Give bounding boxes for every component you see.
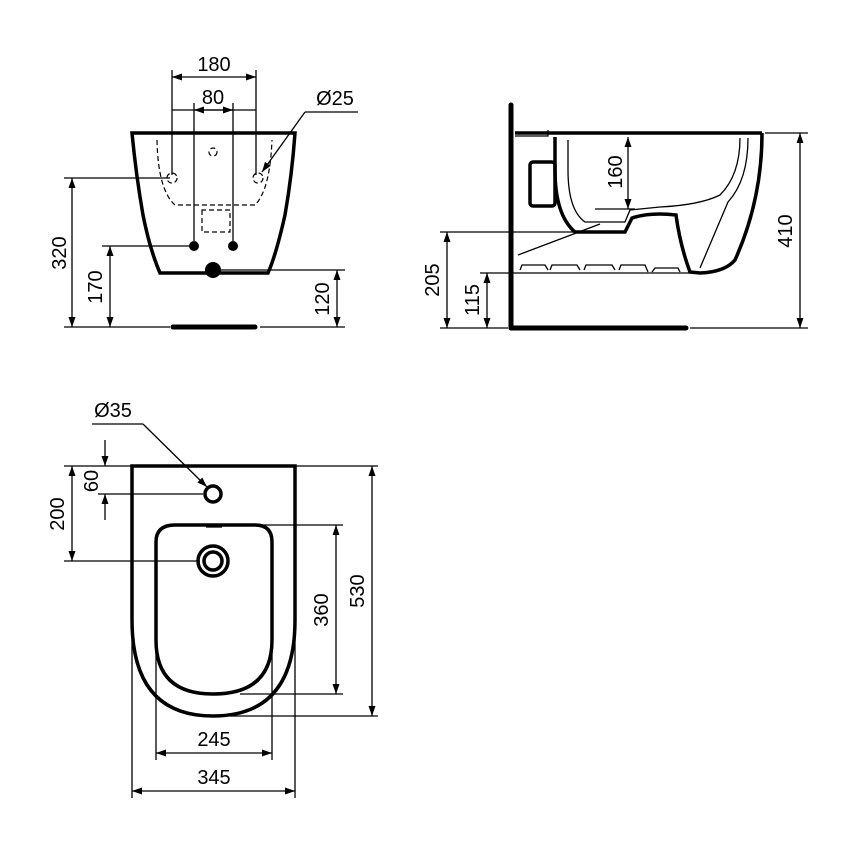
dim-d25-label: Ø25 bbox=[316, 88, 354, 110]
plan-view: Ø35 60 200 360 530 245 345 bbox=[47, 400, 378, 798]
side-view: 160 410 205 115 bbox=[422, 102, 808, 331]
side-waste-pipe bbox=[517, 223, 601, 256]
overflow-hole bbox=[208, 147, 218, 157]
dim-80-label: 80 bbox=[202, 87, 224, 109]
dim-360-label: 360 bbox=[311, 593, 333, 626]
side-base-hidden-line bbox=[519, 264, 681, 273]
front-channel-hidden-line bbox=[201, 209, 231, 233]
side-body-outline bbox=[553, 132, 764, 275]
dim-205-label: 205 bbox=[422, 263, 444, 296]
side-bowl-inner-2 bbox=[699, 137, 749, 269]
side-fixing-box bbox=[528, 160, 557, 208]
dim-200-label: 200 bbox=[47, 497, 69, 530]
dim-60-label: 60 bbox=[81, 470, 103, 492]
tap-hole-left bbox=[166, 172, 178, 184]
waste-outlet bbox=[205, 262, 221, 278]
front-body-outline bbox=[130, 131, 297, 275]
dim-245-label: 245 bbox=[197, 729, 230, 751]
dim-d35-label: Ø35 bbox=[94, 400, 132, 422]
dim-180-label: 180 bbox=[197, 54, 230, 76]
dim-170-label: 170 bbox=[85, 270, 107, 303]
front-view: 180 80 Ø25 320 170 120 bbox=[49, 54, 358, 330]
dim-120-label: 120 bbox=[312, 282, 334, 315]
front-bowl-hidden-line bbox=[156, 139, 273, 206]
fixing-bolt-left bbox=[189, 241, 199, 251]
plan-body-outline bbox=[130, 464, 297, 718]
dim-320-label: 320 bbox=[49, 236, 71, 269]
dim-530-label: 530 bbox=[347, 574, 369, 607]
side-bowl-inner bbox=[567, 137, 741, 223]
dim-160-label: 160 bbox=[605, 155, 627, 188]
plan-bowl-outline bbox=[154, 523, 274, 696]
tap-hole-right bbox=[252, 172, 264, 184]
dim-115-label: 115 bbox=[462, 284, 484, 316]
side-rim-bracket bbox=[515, 130, 549, 137]
plan-tap-hole bbox=[203, 484, 223, 504]
dim-345-label: 345 bbox=[197, 767, 230, 789]
plan-waste-inner bbox=[202, 550, 224, 572]
dim-410-label: 410 bbox=[775, 214, 797, 247]
fixing-bolt-right bbox=[228, 241, 238, 251]
